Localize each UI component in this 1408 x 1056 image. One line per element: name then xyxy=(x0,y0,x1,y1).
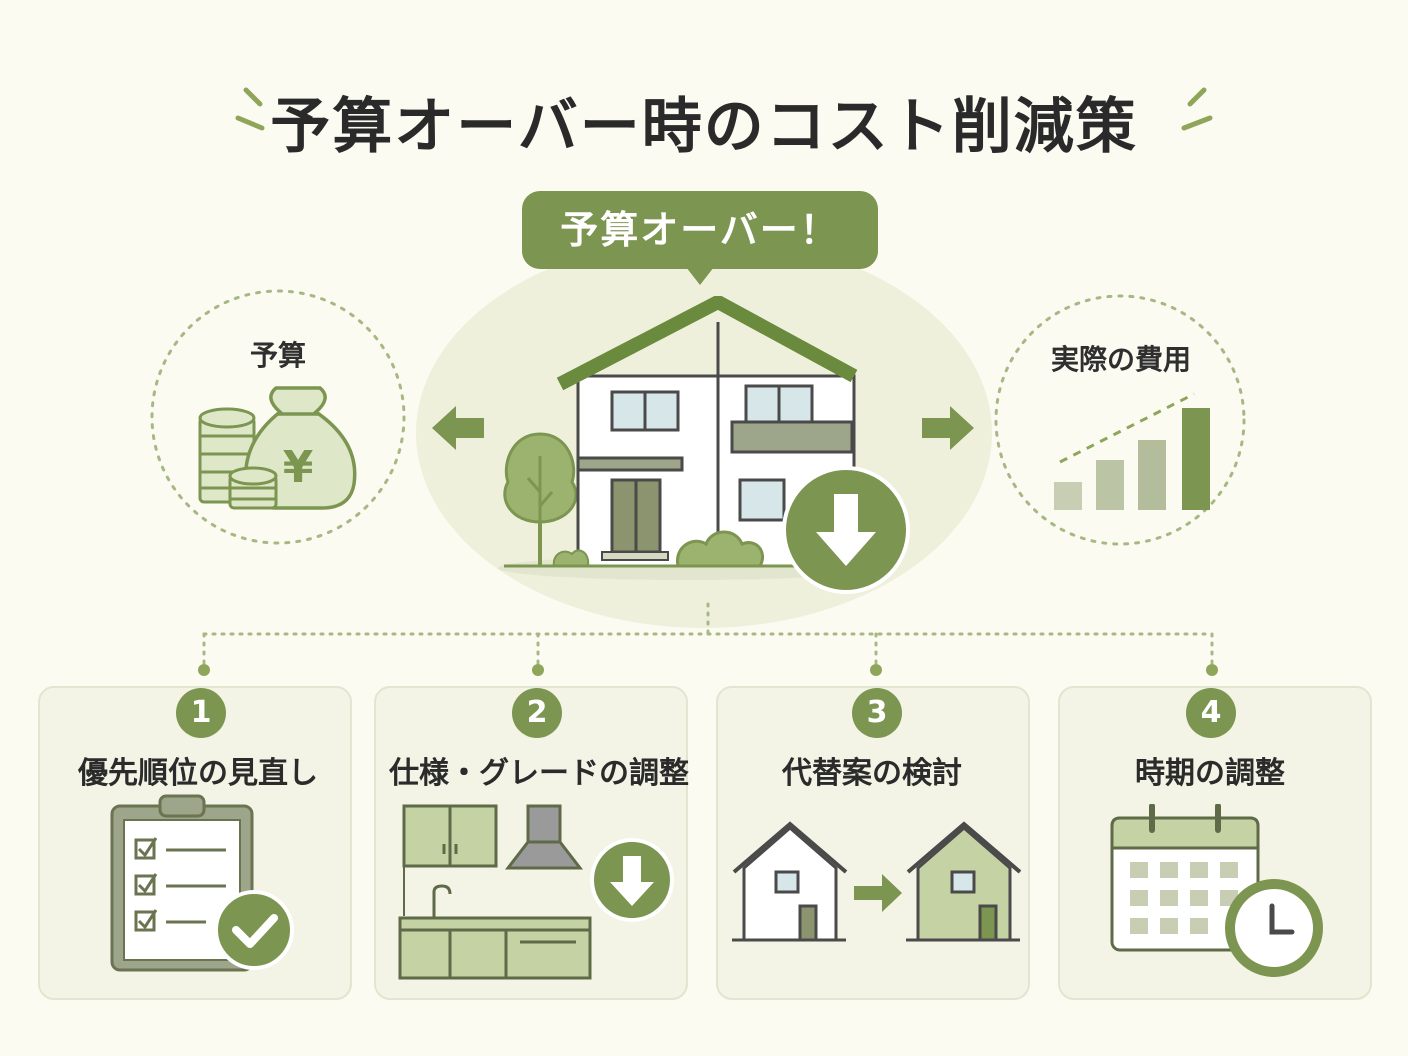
rising-cost-bar-chart-icon xyxy=(1054,392,1210,510)
calendar-clock-icon xyxy=(1110,804,1323,977)
step-label-1: 優先順位の見直し xyxy=(78,756,318,791)
arrow-right-icon xyxy=(922,406,974,450)
budget-label: 予算 xyxy=(249,339,306,372)
alternative-house-icon xyxy=(732,821,1022,942)
yen-symbol: ¥ xyxy=(283,442,314,493)
step-label-4: 時期の調整 xyxy=(1135,756,1285,791)
title-decoration-left xyxy=(235,87,265,131)
cost-down-arrow-icon xyxy=(782,466,910,594)
actual-cost-circle xyxy=(994,294,1246,546)
budget-circle xyxy=(150,289,406,545)
step-number-4: 4 xyxy=(1186,688,1236,738)
title-decoration-right xyxy=(1181,87,1213,131)
step-label-2: 仕様・グレードの調整 xyxy=(389,756,689,791)
checklist-clipboard-icon xyxy=(110,794,294,972)
actual-cost-label: 実際の費用 xyxy=(1050,343,1191,376)
step-number-1: 1 xyxy=(176,688,226,738)
bubble-tail xyxy=(686,267,714,285)
kitchen-downgrade-icon xyxy=(398,804,674,980)
connector-lines xyxy=(198,602,1218,676)
page-title: 予算オーバー時のコスト削減策 xyxy=(270,92,1138,162)
over-budget-bubble: 予算オーバー！ xyxy=(522,191,878,269)
money-bag-coins-icon: ¥ xyxy=(198,386,357,510)
arrow-left-icon xyxy=(432,406,484,450)
step-label-3: 代替案の検討 xyxy=(782,756,962,791)
step-number-2: 2 xyxy=(512,688,562,738)
step-number-3: 3 xyxy=(852,688,902,738)
